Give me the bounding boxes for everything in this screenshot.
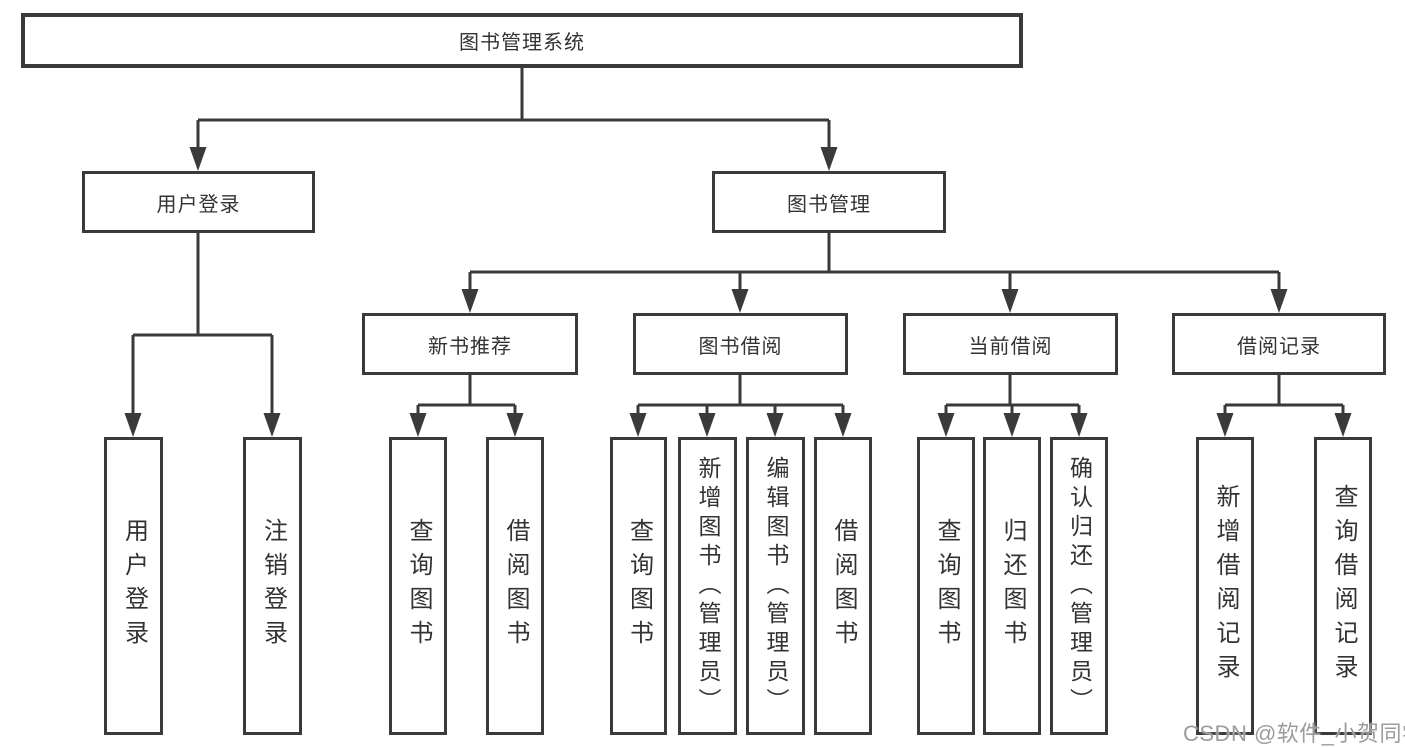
- leaf-current-query-books: 查询图书: [917, 437, 975, 735]
- node-book-borrowing: 图书借阅: [633, 313, 848, 375]
- node-current-borrowing: 当前借阅: [903, 313, 1118, 375]
- leaf-borrowing-query-books: 查询图书: [610, 437, 667, 735]
- leaf-current-return-books: 归还图书: [983, 437, 1041, 735]
- leaf-records-add-record: 新增借阅记录: [1196, 437, 1254, 735]
- leaf-borrowing-edit-books-admin: 编辑图书（管理员）: [746, 437, 805, 735]
- node-borrowing-records: 借阅记录: [1172, 313, 1386, 375]
- leaf-logout: 注销登录: [243, 437, 302, 735]
- csdn-watermark: CSDN @软件_小贺同学: [1183, 721, 1405, 746]
- leaf-current-confirm-return-admin: 确认归还（管理员）: [1050, 437, 1108, 735]
- leaf-borrowing-borrow-books: 借阅图书: [814, 437, 872, 735]
- leaf-newbook-borrow-books: 借阅图书: [486, 437, 544, 735]
- leaf-records-query-record: 查询借阅记录: [1314, 437, 1372, 735]
- node-user-login: 用户登录: [82, 171, 315, 233]
- leaf-borrowing-add-books-admin: 新增图书（管理员）: [678, 437, 737, 735]
- leaf-newbook-query-books: 查询图书: [389, 437, 447, 735]
- node-new-book-recommendation: 新书推荐: [362, 313, 578, 375]
- node-root-library-management-system: 图书管理系统: [21, 13, 1023, 68]
- leaf-user-login: 用户登录: [104, 437, 163, 735]
- node-book-management: 图书管理: [712, 171, 946, 233]
